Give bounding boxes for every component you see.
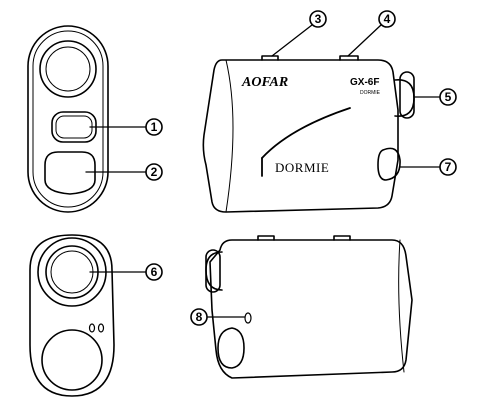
- callout-marker-6: [145, 263, 163, 281]
- eyepiece-cap: [399, 71, 415, 119]
- side-view-bottom: [205, 235, 413, 379]
- model-label: GX-6F: [350, 77, 379, 88]
- focus-knob: [377, 147, 401, 181]
- side-label: DORMIE: [275, 160, 329, 175]
- callout-marker-4: [378, 10, 396, 28]
- bottom-top-button-2: [333, 235, 351, 241]
- bottom-top-button-1: [257, 235, 275, 241]
- mode-button: [44, 151, 96, 195]
- side-body-outline-2: [209, 239, 413, 379]
- callout-marker-2: [145, 163, 163, 181]
- callout-1: 1: [151, 120, 158, 134]
- battery-latch: [244, 312, 252, 324]
- rear-body-outline: [27, 25, 109, 213]
- front-body-outline: [29, 234, 115, 397]
- eyepiece-lens: [39, 40, 97, 98]
- brand-label: AOFAR: [241, 75, 288, 90]
- eyepiece-cap-2: [205, 249, 221, 293]
- callout-6: 6: [151, 265, 158, 279]
- side-view-top: AOFAR GX-6F DORMIE DORMIE: [202, 55, 415, 213]
- top-button-4: [339, 55, 359, 61]
- focus-knob-2: [217, 327, 245, 369]
- side-body-outline: [202, 59, 399, 213]
- top-button-3: [261, 55, 279, 61]
- callout-8: 8: [196, 310, 203, 324]
- callout-marker-3: [309, 10, 327, 28]
- sensor-dot-2: [97, 323, 105, 333]
- laser-window: [41, 329, 103, 391]
- front-view: [29, 234, 115, 397]
- rear-view: [27, 25, 109, 213]
- sensor-dot-1: [88, 323, 96, 333]
- model-sub-label: DORMIE: [360, 90, 381, 96]
- callout-5: 5: [445, 90, 452, 104]
- callouts: 1 2 3 4 5 6 7 8: [85, 10, 457, 326]
- callout-marker-7: [439, 158, 457, 176]
- callout-marker-5: [439, 88, 457, 106]
- callout-marker-8: [190, 308, 208, 326]
- callout-3: 3: [315, 12, 322, 26]
- decorative-swoosh: [261, 107, 351, 159]
- callout-4: 4: [384, 12, 391, 26]
- callout-marker-1: [145, 118, 163, 136]
- callout-2: 2: [151, 165, 158, 179]
- callout-7: 7: [445, 160, 452, 174]
